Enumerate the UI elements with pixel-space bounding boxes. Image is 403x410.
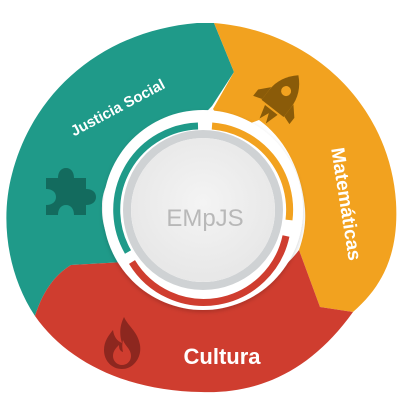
- center-disc: [131, 138, 275, 282]
- flame-icon: [104, 317, 141, 369]
- puzzle-piece-icon: [46, 168, 96, 215]
- center-label: EMpJS: [166, 205, 243, 232]
- inner-arc-teal: [113, 122, 199, 254]
- inner-arc-red: [129, 235, 290, 306]
- rocket-icon: [253, 75, 300, 125]
- inner-arc-orange: [211, 122, 294, 221]
- segment-label-cultura: Cultura: [184, 344, 262, 369]
